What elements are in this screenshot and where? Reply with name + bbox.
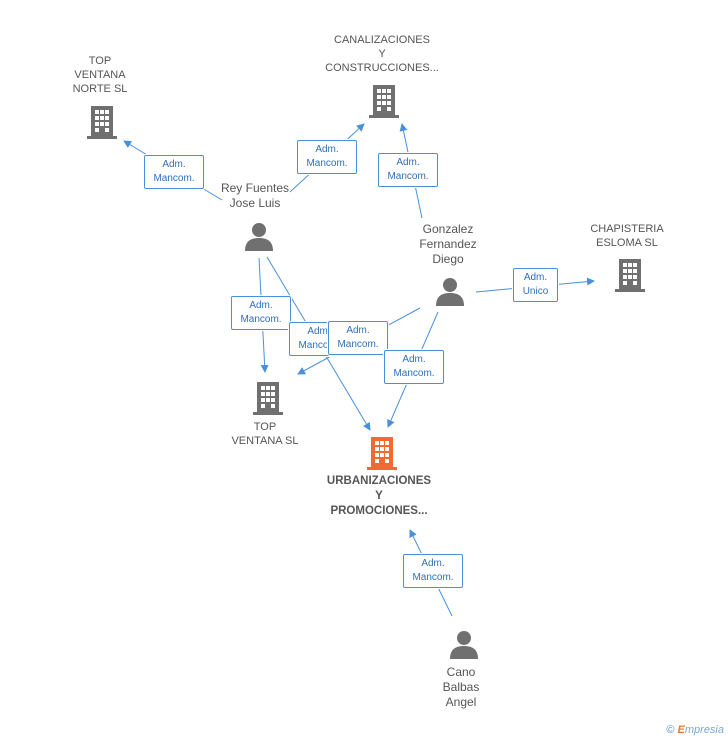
company-label-canalizaciones[interactable]: CANALIZACIONES Y CONSTRUCCIONES...: [325, 34, 439, 74]
relation-role: Mancom.: [412, 572, 454, 583]
relation-role: Mancom.: [337, 339, 379, 350]
building-icon-chapisteria[interactable]: [614, 257, 646, 293]
person-label-cano[interactable]: Cano Balbas Angel: [442, 665, 480, 709]
relation-type: Adm.: [307, 326, 331, 337]
relation-role: Mancom.: [240, 314, 282, 325]
company-label-top-ventana[interactable]: TOP VENTANA SL: [231, 421, 299, 447]
person-label-rey-fuentes[interactable]: Rey Fuentes Jose Luis: [220, 181, 290, 210]
person-icon-cano[interactable]: [449, 630, 479, 660]
relation-badge: Adm. Mancom.: [297, 140, 357, 174]
relation-type: Adm.: [249, 300, 273, 311]
relation-role: Mancom.: [393, 368, 435, 379]
relation-badge: Adm. Mancom.: [231, 296, 291, 330]
relation-type: Adm.: [162, 159, 186, 170]
relation-badge: Adm. Mancom.: [403, 554, 463, 588]
building-icon-top-ventana-norte[interactable]: [86, 104, 118, 140]
relation-role: Mancom.: [153, 173, 195, 184]
company-label-top-ventana-norte[interactable]: TOP VENTANA NORTE SL: [72, 55, 128, 95]
brand-initial: E: [677, 724, 685, 736]
relation-type: Adm.: [396, 157, 420, 168]
relation-type: Adm.: [402, 354, 426, 365]
person-icon-rey-fuentes[interactable]: [244, 222, 274, 252]
person-icon-gonzalez[interactable]: [435, 277, 465, 307]
building-icon-urbanizaciones[interactable]: [366, 435, 398, 471]
relation-badge: Adm. Mancom.: [384, 350, 444, 384]
relation-type: Adm.: [421, 558, 445, 569]
relation-badge: Adm. Unico: [513, 268, 558, 302]
relation-badge: Adm. Mancom.: [378, 153, 438, 187]
relation-role: Mancom.: [387, 171, 429, 182]
relation-badge: Adm. Mancom.: [144, 155, 204, 189]
relation-type: Adm.: [346, 325, 370, 336]
building-icon-canalizaciones[interactable]: [368, 83, 400, 119]
brand-name: mpresia: [684, 724, 724, 736]
person-label-gonzalez[interactable]: Gonzalez Fernandez Diego: [419, 222, 477, 266]
relation-role: Unico: [522, 286, 549, 297]
company-label-chapisteria[interactable]: CHAPISTERIA ESLOMA SL: [590, 223, 664, 249]
copyright-symbol: ©: [666, 724, 675, 736]
relation-type: Adm.: [523, 272, 548, 283]
relation-type: Adm.: [315, 144, 339, 155]
relation-badge: Adm. Mancom.: [328, 321, 388, 355]
relation-role: Mancom.: [306, 158, 348, 169]
company-label-urbanizaciones[interactable]: URBANIZACIONES Y PROMOCIONES...: [326, 475, 432, 517]
empresia-watermark: © Empresia: [666, 724, 724, 736]
building-icon-top-ventana[interactable]: [252, 380, 284, 416]
relation-role: Mancom.: [298, 340, 340, 351]
